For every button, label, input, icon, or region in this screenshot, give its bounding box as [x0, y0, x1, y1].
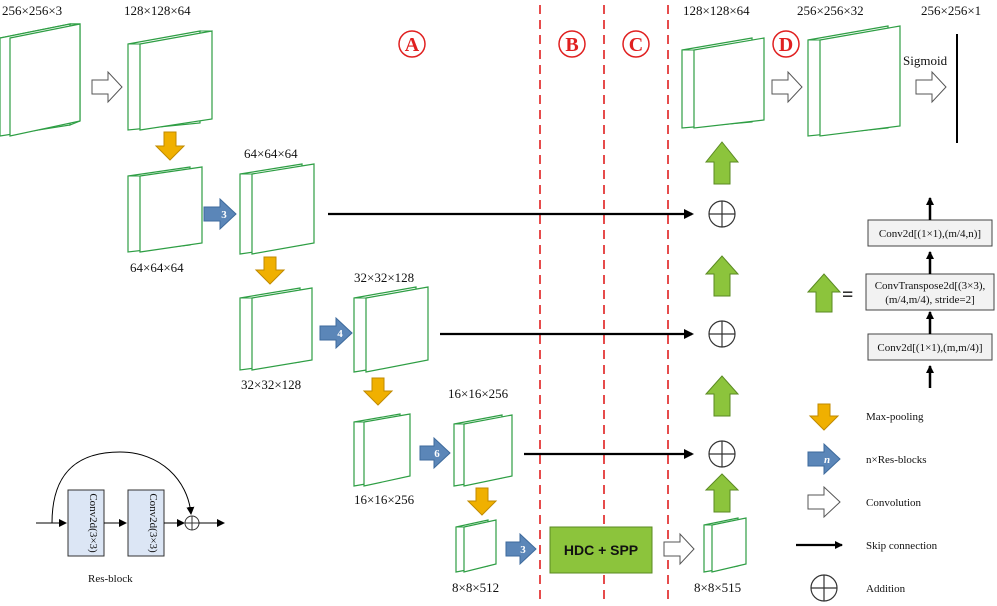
addition-node-3	[708, 440, 736, 468]
maxpool-arrow-1	[154, 131, 186, 161]
upblock-equals: =	[842, 284, 853, 306]
cube-enc1	[127, 30, 213, 131]
res-count-4: 3	[520, 544, 526, 556]
sigmoid-label: Sigmoid	[903, 53, 948, 68]
res-count-3: 6	[434, 448, 440, 460]
legend-addition-icon	[810, 574, 838, 602]
cube-enc3b	[353, 286, 429, 373]
res-count-1: 3	[221, 209, 227, 221]
res-count-2: 4	[337, 328, 343, 340]
resblock-conv-a-label: Conv2d(3×3)	[87, 493, 99, 553]
resblock-conv-a	[67, 489, 105, 557]
dim-enc4b: 16×16×256	[448, 386, 509, 401]
dim-enc4a: 16×16×256	[354, 492, 415, 507]
cube-dec1	[681, 37, 765, 129]
cube-enc4b	[453, 414, 513, 487]
cube-enc4a	[353, 413, 411, 487]
maxpool-arrow-2	[254, 256, 286, 285]
upsample-arrow-2	[704, 375, 740, 417]
res-blocks-arrow-3	[419, 436, 451, 470]
svg-text:A: A	[405, 34, 420, 56]
upblock-convtranspose-label-1: ConvTranspose2d[(3×3),	[875, 280, 986, 292]
dim-enc2a: 64×64×64	[130, 260, 184, 275]
svg-text:D: D	[779, 34, 793, 56]
upblock-legend-arrow	[806, 273, 842, 313]
upblock-convtranspose	[865, 273, 995, 311]
cube-enc2a	[127, 166, 203, 253]
addition-node-2	[708, 320, 736, 348]
maxpool-arrow-4	[466, 487, 498, 516]
res-blocks-arrow-2	[319, 316, 353, 350]
upsample-arrow-3	[704, 255, 740, 297]
resblock-conv-b-label: Conv2d(3×3)	[147, 493, 159, 553]
convolution-arrow-1	[91, 70, 123, 104]
dim-enc3b: 32×32×128	[354, 270, 414, 285]
upblock-conv-top-label: Conv2d[(1×1),(m/4,n)]	[879, 228, 981, 240]
legend-skip-label: Skip connection	[866, 540, 938, 552]
dim-enc1: 128×128×64	[124, 3, 191, 18]
svg-text:B: B	[565, 34, 578, 56]
legend-maxpool-icon	[808, 403, 840, 431]
res-blocks-arrow-1	[203, 197, 237, 231]
legend-maxpool-label: Max-pooling	[866, 411, 924, 423]
dim-enc2b: 64×64×64	[244, 146, 298, 161]
convolution-arrow-3	[771, 70, 803, 104]
section-label-d: D	[772, 30, 800, 58]
addition-node-1	[708, 200, 736, 228]
dim-dec2: 256×256×32	[797, 3, 864, 18]
upsample-arrow-4	[704, 141, 740, 185]
dim-dec1: 128×128×64	[683, 3, 750, 18]
resblock-inset: Conv2d(3×3) Conv2d(3×3)	[36, 451, 225, 557]
cube-dec2	[807, 25, 901, 137]
upsample-arrow-1	[704, 473, 740, 513]
legend-resblocks-label: n×Res-blocks	[866, 454, 927, 466]
svg-text:C: C	[629, 34, 643, 56]
cube-enc3a	[239, 287, 313, 371]
convolution-arrow-2	[663, 532, 695, 566]
resblock-caption: Res-block	[88, 573, 133, 585]
dim-bottleneck: 8×8×515	[694, 580, 741, 595]
legend-resblocks-icon	[807, 442, 841, 476]
res-blocks-arrow-4	[505, 532, 537, 566]
cube-enc2b	[239, 163, 315, 255]
upblock-conv-bottom-label: Conv2d[(1×1),(m,m/4)]	[877, 342, 982, 354]
cube-enc5	[455, 519, 497, 573]
resblock-conv-b	[127, 489, 165, 557]
section-label-b: B	[558, 30, 586, 58]
hdc-spp-label: HDC + SPP	[564, 542, 638, 558]
cube-input	[0, 23, 81, 137]
section-label-c: C	[622, 30, 650, 58]
legend-resblocks-glyph: n	[824, 454, 830, 466]
section-label-a: A	[398, 30, 426, 58]
legend-addition-label: Addition	[866, 583, 906, 595]
dim-output: 256×256×1	[921, 3, 981, 18]
dim-enc3a: 32×32×128	[241, 377, 301, 392]
convolution-arrow-4	[915, 70, 947, 104]
upblock-convtranspose-label-2: (m/4,m/4), stride=2]	[885, 294, 975, 306]
hdc-spp-box	[549, 526, 653, 574]
legend-convolution-icon	[807, 485, 841, 519]
cube-bottleneck	[703, 517, 747, 573]
dim-input: 256×256×3	[2, 3, 62, 18]
maxpool-arrow-3	[362, 377, 394, 406]
dim-enc5: 8×8×512	[452, 580, 499, 595]
legend-convolution-label: Convolution	[866, 497, 922, 509]
